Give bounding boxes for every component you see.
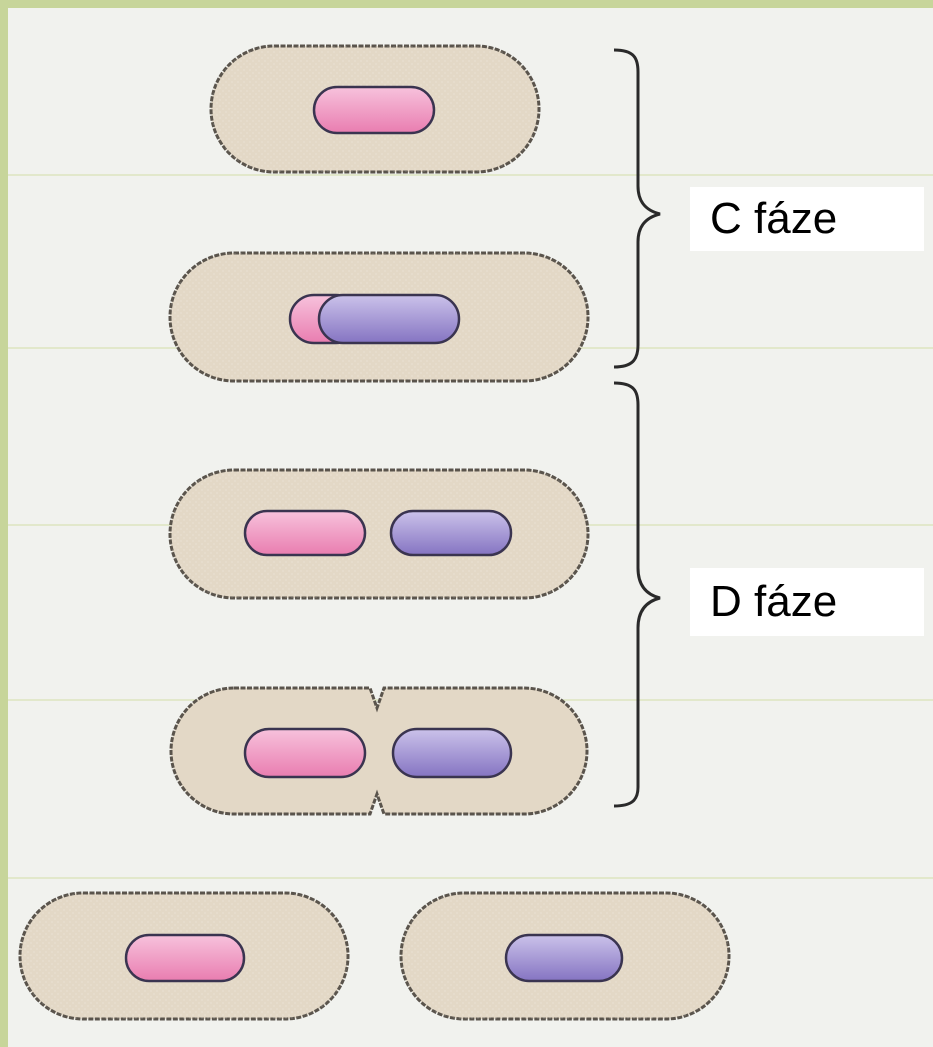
cell-body-constricting — [169, 686, 589, 816]
cell-stage-1 — [209, 44, 541, 174]
daughter-cells — [18, 891, 731, 1021]
cell-texture — [170, 470, 588, 598]
purple-chromosome — [504, 933, 624, 983]
pink-chromosome — [312, 85, 436, 135]
d-phase-label: D fáze — [690, 568, 924, 636]
cell-stage-2 — [168, 251, 590, 383]
pink-chromosome — [124, 933, 246, 983]
pink-chromosome — [243, 509, 367, 557]
top-border-strip — [0, 0, 933, 8]
purple-chromosome — [389, 509, 513, 557]
cell-stage-4 — [169, 686, 589, 816]
purple-chromosome — [317, 293, 461, 345]
c-phase-brace — [613, 48, 661, 369]
purple-chromosome — [391, 727, 513, 779]
pink-chromosome — [243, 727, 367, 779]
cell-stage-3 — [168, 468, 590, 600]
c-phase-label: C fáze — [690, 187, 924, 251]
d-phase-brace — [613, 381, 661, 808]
